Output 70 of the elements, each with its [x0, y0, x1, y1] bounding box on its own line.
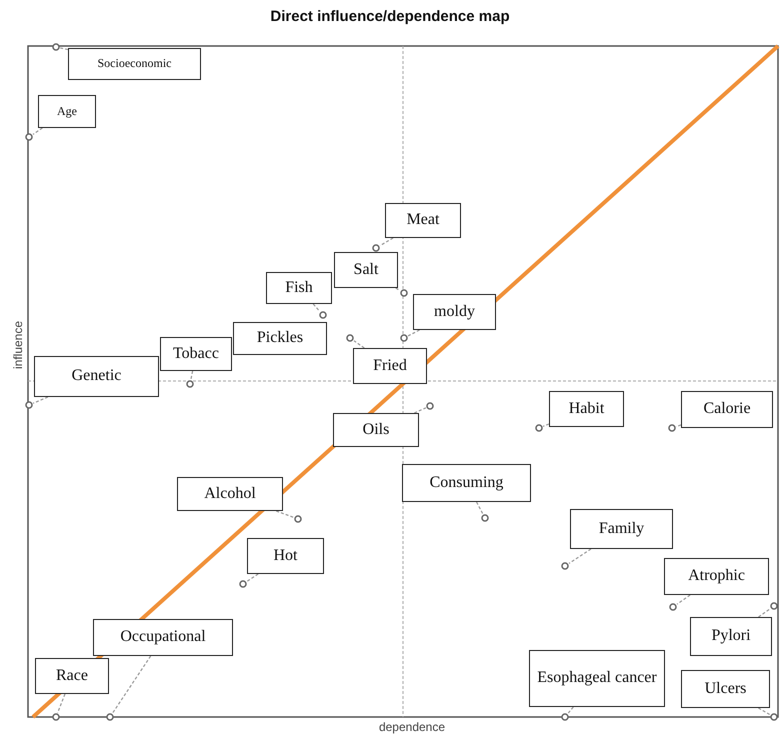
- leader-line: [676, 594, 690, 605]
- label-box: Fish: [266, 272, 332, 304]
- label-box: Alcohol: [177, 477, 283, 511]
- label-box: Calorie: [681, 391, 773, 428]
- axis-label: dependence: [378, 720, 446, 734]
- leader-line: [32, 396, 48, 404]
- data-point: [52, 713, 60, 721]
- data-point: [106, 713, 114, 721]
- data-point: [400, 334, 408, 342]
- data-point: [319, 311, 327, 319]
- leader-line: [60, 47, 68, 50]
- label-box: Habit: [549, 391, 624, 427]
- leader-line: [246, 574, 259, 582]
- label-box: Meat: [385, 203, 461, 238]
- data-point: [561, 713, 569, 721]
- leader-line: [676, 424, 682, 428]
- data-point: [25, 133, 33, 141]
- leader-line: [112, 656, 152, 714]
- leader-line: [758, 608, 770, 618]
- leader-line: [395, 287, 400, 292]
- data-point: [481, 514, 489, 522]
- data-point: [770, 713, 778, 721]
- data-point: [426, 402, 434, 410]
- data-point: [372, 244, 380, 252]
- leader-line: [414, 407, 426, 414]
- leader-line: [312, 304, 320, 312]
- leader-line: [190, 370, 194, 380]
- data-point: [186, 380, 194, 388]
- label-box: Ulcers: [681, 670, 770, 708]
- leader-line: [354, 340, 365, 348]
- label-box: Pickles: [233, 322, 327, 355]
- data-point: [561, 562, 569, 570]
- leader-line: [380, 237, 394, 246]
- label-box: Atrophic: [664, 558, 769, 595]
- data-point: [400, 289, 408, 297]
- leader-line: [57, 694, 66, 714]
- leader-line: [276, 510, 294, 518]
- leader-line: [408, 329, 420, 336]
- data-point: [239, 580, 247, 588]
- leader-line: [32, 128, 43, 135]
- label-box: Genetic: [34, 356, 159, 397]
- data-point: [25, 401, 33, 409]
- label-box: Fried: [353, 348, 427, 384]
- leader-line: [476, 502, 484, 514]
- leader-line: [542, 423, 550, 427]
- data-point: [294, 515, 302, 523]
- data-point: [770, 602, 778, 610]
- chart-title: Direct influence/dependence map: [270, 8, 510, 25]
- label-box: Socioeconomic: [68, 48, 201, 80]
- label-box: Esophageal cancer: [529, 650, 665, 707]
- data-point: [669, 603, 677, 611]
- leader-line: [568, 706, 574, 714]
- axis-label: influence: [11, 320, 25, 370]
- data-point: [668, 424, 676, 432]
- label-box: Occupational: [93, 619, 233, 656]
- label-box: moldy: [413, 294, 496, 330]
- label-box: Oils: [333, 413, 419, 447]
- data-point: [346, 334, 354, 342]
- leader-line: [758, 707, 770, 716]
- data-point: [52, 43, 60, 51]
- data-point: [535, 424, 543, 432]
- label-box: Tobacc: [160, 337, 232, 371]
- label-box: Race: [35, 658, 109, 694]
- label-box: Age: [38, 95, 96, 128]
- label-box: Hot: [247, 538, 324, 574]
- label-box: Salt: [334, 252, 398, 288]
- label-box: Pylori: [690, 617, 772, 656]
- label-box: Consuming: [402, 464, 531, 502]
- leader-line: [568, 548, 592, 564]
- label-box: Family: [570, 509, 673, 549]
